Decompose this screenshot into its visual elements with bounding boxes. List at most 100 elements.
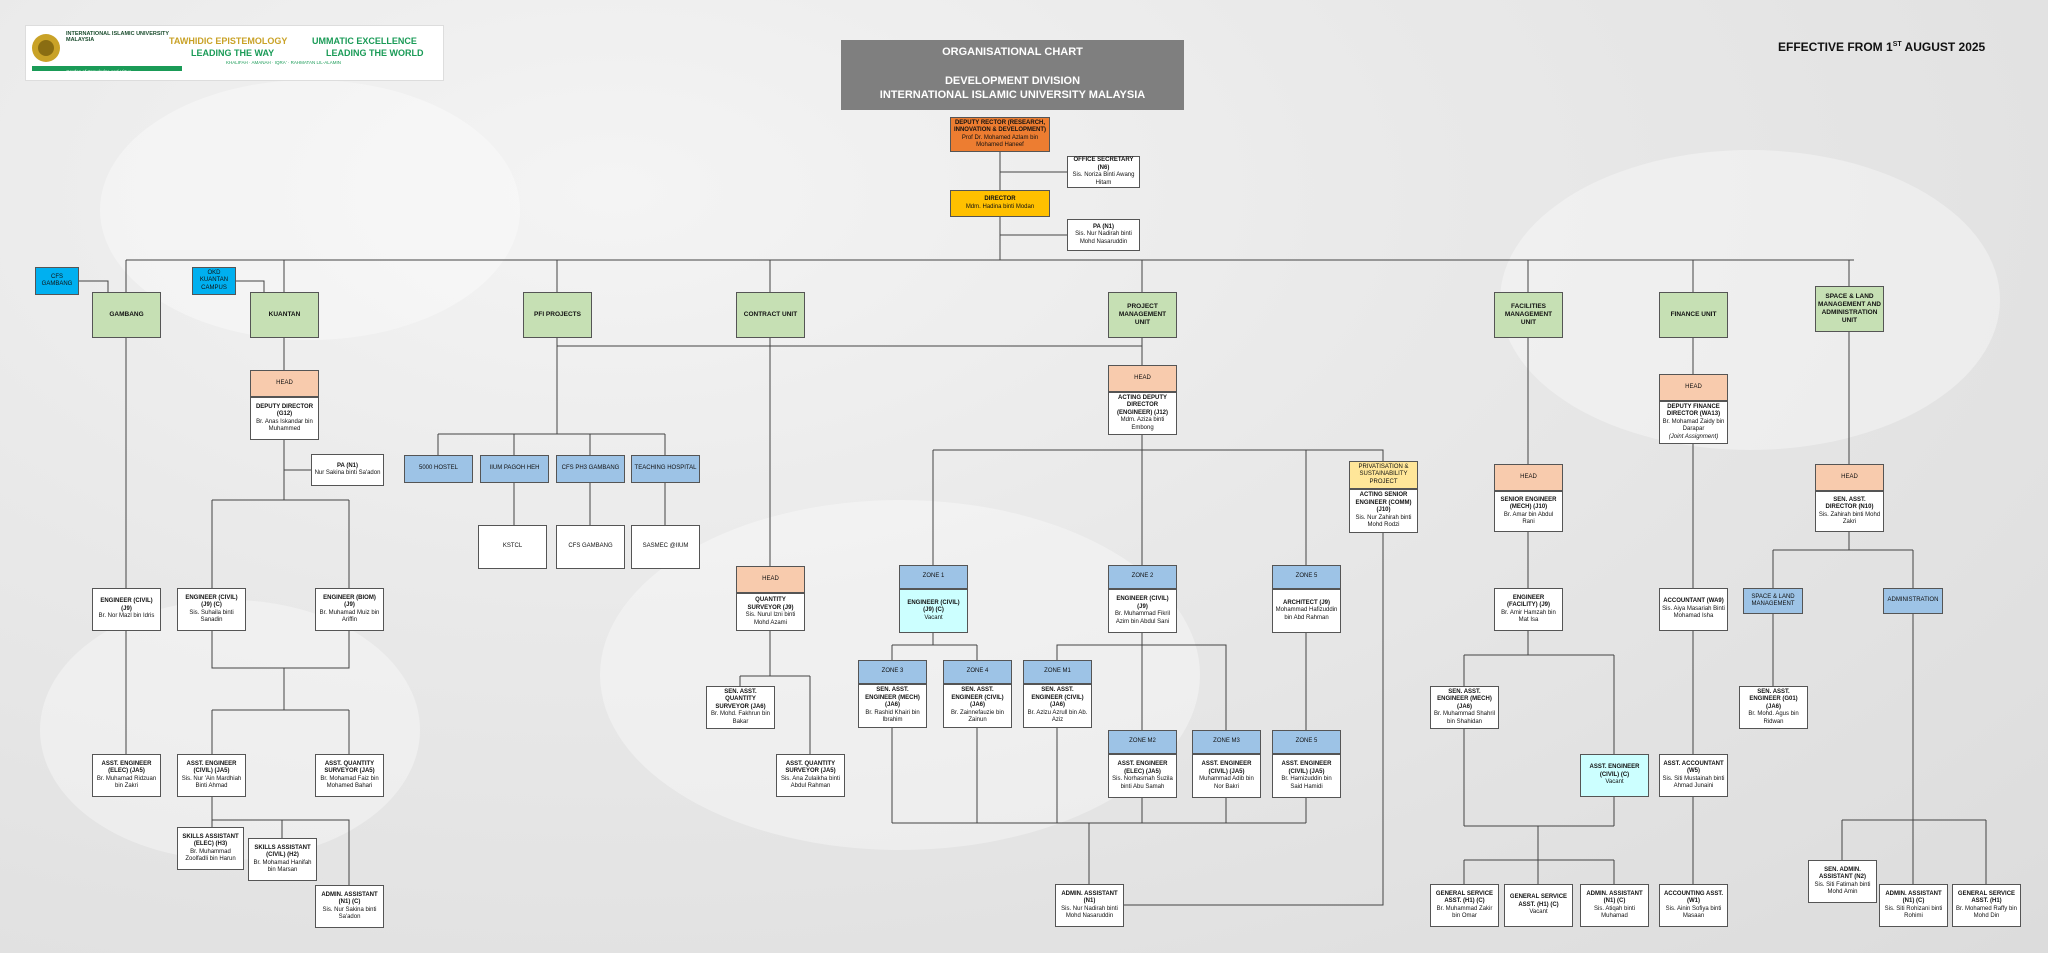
position-title: PROJECT MANAGEMENT UNIT bbox=[1118, 302, 1167, 327]
position-title: ZONE 2 bbox=[1131, 573, 1154, 580]
person-name: Sis. Nur Zahirah binti Mohd Rodzi bbox=[1355, 514, 1412, 529]
position-title: PFI PROJECTS bbox=[534, 310, 581, 318]
position-title: ENGINEER (BIOM) (J9) bbox=[323, 594, 376, 609]
org-box-units-finance: FINANCE UNIT bbox=[1659, 292, 1728, 338]
position-title: PRIVATISATION & SUSTAINABILITY PROJECT bbox=[1358, 463, 1409, 485]
org-box-facilities-asst_civil-title: ASST. ENGINEER (CIVIL) (C)Vacant bbox=[1580, 754, 1649, 797]
position-title: HEAD bbox=[276, 379, 293, 386]
org-box-top-pa-title: PA (N1)Sis. Nur Nadirah binti Mohd Nasar… bbox=[1067, 219, 1140, 251]
position-title: CFS GAMBANG bbox=[41, 273, 73, 288]
person-name: Br. Rashid Khairi bin Ibrahim bbox=[865, 709, 920, 724]
org-box-pfi-kstcl: KSTCL bbox=[478, 525, 547, 569]
position-title: SKILLS ASSISTANT (ELEC) (H3) bbox=[182, 833, 239, 848]
org-box-pmu-zone4: ZONE 4 bbox=[943, 660, 1012, 684]
person-name: Br. Azlzu Azrull bin Ab. Aziz bbox=[1027, 709, 1088, 724]
org-box-kuantan-admin-title: ADMIN. ASSISTANT (N1) (C)Sis. Nur Sakina… bbox=[315, 885, 384, 928]
position-title: SENIOR ENGINEER (MECH) (J10) bbox=[1500, 496, 1557, 511]
org-box-pmu-head: HEAD bbox=[1108, 365, 1177, 392]
position-title: GAMBANG bbox=[109, 310, 144, 318]
org-box-space-director-title: SEN. ASST. DIRECTOR (N10)Sis. Zahirah bi… bbox=[1815, 491, 1884, 532]
position-title: SEN. ASST. DIRECTOR (N10) bbox=[1825, 496, 1874, 511]
org-box-units-cfs_gambang: CFS GAMBANG bbox=[35, 267, 79, 295]
connector-line bbox=[1306, 449, 1384, 461]
position-title: ASST. QUANTITY SURVEYOR (JA5) bbox=[785, 760, 836, 775]
org-box-facilities-head: HEAD bbox=[1494, 464, 1563, 491]
org-box-finance-acc_asst-title: ACCOUNTING ASST. (W1)Sis. Ainin Sofiya b… bbox=[1659, 884, 1728, 927]
person-name: Sis. Norhasmah Suzila binti Abu Samah bbox=[1112, 776, 1173, 790]
org-box-facilities-admin-title: ADMIN. ASSISTANT (N1) (C)Sis. Atiqah bin… bbox=[1580, 884, 1649, 927]
org-box-top-deputy_rector-title: DEPUTY RECTOR (RESEARCH, INNOVATION & DE… bbox=[950, 117, 1050, 152]
org-box-space-sen_admin-title: SEN. ADMIN. ASSISTANT (N2)Sis. Siti Fati… bbox=[1808, 860, 1877, 903]
org-box-pmu-admin-title: ADMIN. ASSISTANT (N1)Sis. Nur Nadirah bi… bbox=[1055, 884, 1124, 927]
org-box-gambang-eng_civil-title: ENGINEER (CIVIL) (J9)Br. Nor Mazl bin Id… bbox=[92, 588, 161, 631]
position-title: ADMIN. ASSISTANT (N1) (C) bbox=[1885, 890, 1942, 905]
person-name: Br. Zainnefauzie bin Zainun bbox=[950, 709, 1005, 724]
position-title: ASST. ENGINEER (ELEC) (JA5) bbox=[101, 760, 152, 775]
person-name: Sis. Siti Mustainah binti Ahmad Junaini bbox=[1662, 775, 1725, 790]
org-box-space-sen_eng-title: SEN. ASST. ENGINEER (G01) (JA6)Br. Mohd.… bbox=[1739, 686, 1808, 729]
position-title: DEPUTY FINANCE DIRECTOR (WA13) bbox=[1666, 403, 1721, 418]
org-box-facilities-engineer-title: ENGINEER (FACILITY) (J9)Br. Amir Hamzah … bbox=[1494, 588, 1563, 631]
position-title: ZONE M1 bbox=[1044, 668, 1071, 675]
position-title: SEN. ASST. QUANTITY SURVEYOR (JA6) bbox=[715, 688, 766, 710]
person-name: Br. Muhamad Ridzuan bin Zakri bbox=[96, 775, 157, 790]
position-title: ACTING DEPUTY DIRECTOR (ENGINEER) (J12) bbox=[1116, 394, 1168, 416]
position-title: ZONE 1 bbox=[922, 573, 945, 580]
person-name: Sis. Nur Nadirah binti Mohd Nasaruddin bbox=[1061, 905, 1118, 920]
person-name: Br. Muhammad Zoolfadli bin Harun bbox=[185, 848, 236, 863]
org-box-finance-accountant-title: ACCOUNTANT (WA9)Sis. Aiya Masariah Binti… bbox=[1659, 588, 1728, 631]
person-name: Br. Mohamed Raffy bin Mohd Din bbox=[1956, 905, 2017, 920]
org-box-finance-head: HEAD bbox=[1659, 374, 1728, 401]
org-box-contract-head: HEAD bbox=[736, 566, 805, 593]
org-box-kuantan-head: HEAD bbox=[250, 370, 319, 397]
chart-title-box: ORGANISATIONAL CHART DEVELOPMENT DIVISIO… bbox=[841, 40, 1184, 110]
person-name: Mdm. Hadina binti Modan bbox=[965, 203, 1035, 210]
division-name: DEVELOPMENT DIVISION bbox=[944, 74, 1081, 87]
position-title: CFS PH3 GAMBANG bbox=[561, 465, 620, 472]
org-box-pmu-zone5b: ZONE 5 bbox=[1272, 730, 1341, 754]
org-box-pmu-zonem2: ZONE M2 bbox=[1108, 730, 1177, 754]
position-title: ACTING SENIOR ENGINEER (COMM) (J10) bbox=[1355, 492, 1412, 514]
position-title: ACCOUNTING ASST. (W1) bbox=[1663, 890, 1724, 905]
position-title: ADMIN. ASSISTANT (N1) (C) bbox=[1586, 890, 1643, 905]
org-box-space-admin_box: ADMINISTRATION bbox=[1883, 588, 1943, 614]
org-box-pfi-hostel: 5000 HOSTEL bbox=[404, 455, 473, 483]
org-box-kuantan-skills_elec-title: SKILLS ASSISTANT (ELEC) (H3)Br. Muhammad… bbox=[177, 827, 244, 870]
person-name: Sis. Siti Fatimah binti Mohd Amin bbox=[1814, 881, 1871, 896]
person-name: Sis. Nurul Izni binti Mohd Azami bbox=[745, 612, 796, 626]
person-name: Nur Sakina binti Sa'adon bbox=[314, 470, 381, 476]
org-box-pfi-hospital: TEACHING HOSPITAL bbox=[631, 455, 700, 483]
person-name: Sis. Ainin Sofiya binti Masaan bbox=[1665, 905, 1722, 920]
org-box-kuantan-pa-title: PA (N1)Nur Sakina binti Sa'adon bbox=[311, 454, 384, 486]
position-title: ADMIN. ASSISTANT (N1) bbox=[1061, 890, 1118, 905]
position-title: SEN. ASST. ENGINEER (G01) (JA6) bbox=[1749, 688, 1798, 710]
person-name: Br. Mohamad Faiz bin Mohamed Bahari bbox=[320, 775, 379, 790]
org-box-facilities-gen1-title: GENERAL SERVICE ASST. (H1) (C)Br. Muhamm… bbox=[1430, 884, 1499, 927]
chart-title: ORGANISATIONAL CHART bbox=[942, 46, 1083, 58]
org-box-pmu-zone3: ZONE 3 bbox=[858, 660, 927, 684]
university-logo-banner: INTERNATIONAL ISLAMIC UNIVERSITY MALAYSI… bbox=[25, 25, 444, 81]
person-name: Sis. Nur Sakina binti Sa'adon bbox=[322, 906, 377, 921]
person-name: Br. Amir Hamzah bin Mat Isa bbox=[1501, 609, 1556, 624]
org-box-pmu-zone5_arch-title: ARCHITECT (J9)Mohammad Hafizuddin bin Ab… bbox=[1272, 589, 1341, 633]
org-box-pmu-zone5b_eng-title: ASST. ENGINEER (CIVIL) (JA5)Br. Hamizudd… bbox=[1272, 754, 1341, 798]
position-title: ENGINEER (CIVIL) (J9) bbox=[100, 598, 153, 612]
org-box-pmu-zonem2_eng-title: ASST. ENGINEER (ELEC) (JA5)Sis. Norhasma… bbox=[1108, 754, 1177, 798]
position-title: HEAD bbox=[762, 575, 779, 582]
position-title: ENGINEER (CIVIL) (J9) (C) bbox=[907, 599, 960, 614]
org-box-units-gambang: GAMBANG bbox=[92, 292, 161, 338]
org-box-units-space: SPACE & LAND MANAGEMENT AND ADMINISTRATI… bbox=[1815, 286, 1884, 332]
logo-motto: Garden of Knowledge and Virtue bbox=[66, 69, 132, 74]
position-title: KSTCL bbox=[502, 543, 523, 550]
person-name: Br. Muhamad Muiz bin Ariffin bbox=[319, 609, 380, 624]
position-title: SEN. ASST. ENGINEER (CIVIL) (JA6) bbox=[1031, 687, 1084, 709]
person-name: Sis. Atiqah binti Muhamad bbox=[1593, 905, 1636, 920]
org-box-units-kuantan: KUANTAN bbox=[250, 292, 319, 338]
position-title: GENERAL SERVICE ASST. (H1) (C) bbox=[1435, 890, 1494, 905]
position-title: IIUM PAGOH HEH bbox=[489, 465, 540, 472]
org-box-kuantan-asst_eng-title: ASST. ENGINEER (CIVIL) (JA5)Sis. Nur 'Ai… bbox=[177, 754, 246, 797]
slogan-line: LEADING THE WORLD bbox=[326, 48, 424, 58]
assignment-note: (Joint Assignment) bbox=[1668, 433, 1719, 440]
position-title: ADMIN. ASSISTANT (N1) (C) bbox=[321, 891, 378, 906]
position-title: ZONE 5 bbox=[1295, 573, 1318, 580]
